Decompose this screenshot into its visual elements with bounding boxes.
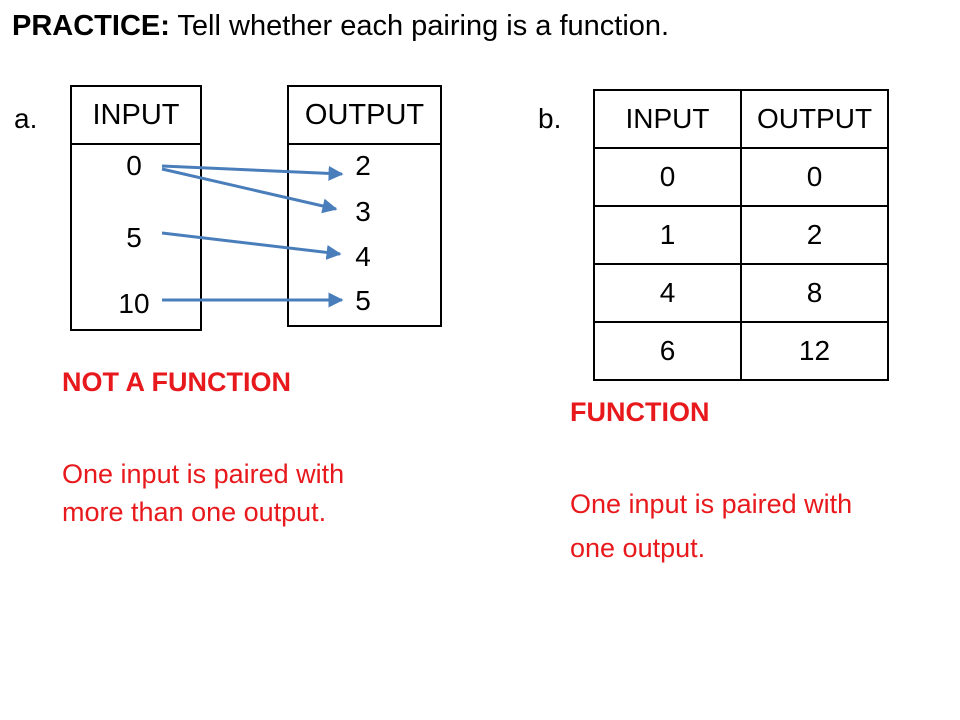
table-cell: 0	[740, 147, 889, 207]
table-cell: 4	[593, 263, 742, 323]
output-value-2: 2	[355, 150, 371, 181]
practice-heading-text: Tell whether each pairing is a function.	[169, 10, 670, 42]
arrow-0-to-3	[161, 167, 338, 214]
output-value-4: 4	[355, 241, 371, 272]
part-b-explanation-line2: one output.	[570, 533, 706, 563]
table-cell: 8	[740, 263, 889, 323]
part-a-label: a.	[14, 103, 38, 134]
output-header: OUTPUT	[289, 87, 440, 145]
input-mapping-box: INPUT	[70, 85, 202, 331]
output-value-5: 5	[355, 285, 371, 316]
practice-heading: PRACTICE: Tell whether each pairing is a…	[12, 10, 669, 43]
input-header: INPUT	[72, 87, 200, 145]
table-row: 1 2	[593, 205, 889, 265]
arrow-5-to-4	[161, 231, 342, 260]
table-header-row: INPUT OUTPUT	[593, 89, 889, 149]
input-value-0: 0	[126, 150, 142, 181]
input-value-5: 5	[126, 222, 142, 253]
table-cell: 6	[593, 321, 742, 381]
table-cell: 12	[740, 321, 889, 381]
input-value-10: 10	[118, 288, 150, 319]
part-b-label: b.	[538, 103, 562, 134]
part-a-explanation-line1: One input is paired with	[62, 459, 345, 489]
output-value-3: 3	[355, 196, 371, 227]
output-mapping-box: OUTPUT	[287, 85, 442, 327]
table-row: 6 12	[593, 321, 889, 381]
table-header-input: INPUT	[593, 89, 742, 149]
part-a-verdict: NOT A FUNCTION	[62, 367, 291, 397]
part-a-explanation-line2: more than one output.	[62, 497, 327, 527]
table-row: 4 8	[593, 263, 889, 323]
arrow-0-to-2	[161, 164, 344, 181]
table-cell: 1	[593, 205, 742, 265]
part-b-explanation-line1: One input is paired with	[570, 489, 853, 519]
table-header-output: OUTPUT	[740, 89, 889, 149]
practice-heading-bold: PRACTICE:	[12, 10, 170, 42]
table-row: 0 0	[593, 147, 889, 207]
table-cell: 0	[593, 147, 742, 207]
table-cell: 2	[740, 205, 889, 265]
part-b-verdict: FUNCTION	[570, 397, 710, 427]
function-table: INPUT OUTPUT 0 0 1 2 4 8 6 12	[593, 89, 889, 381]
